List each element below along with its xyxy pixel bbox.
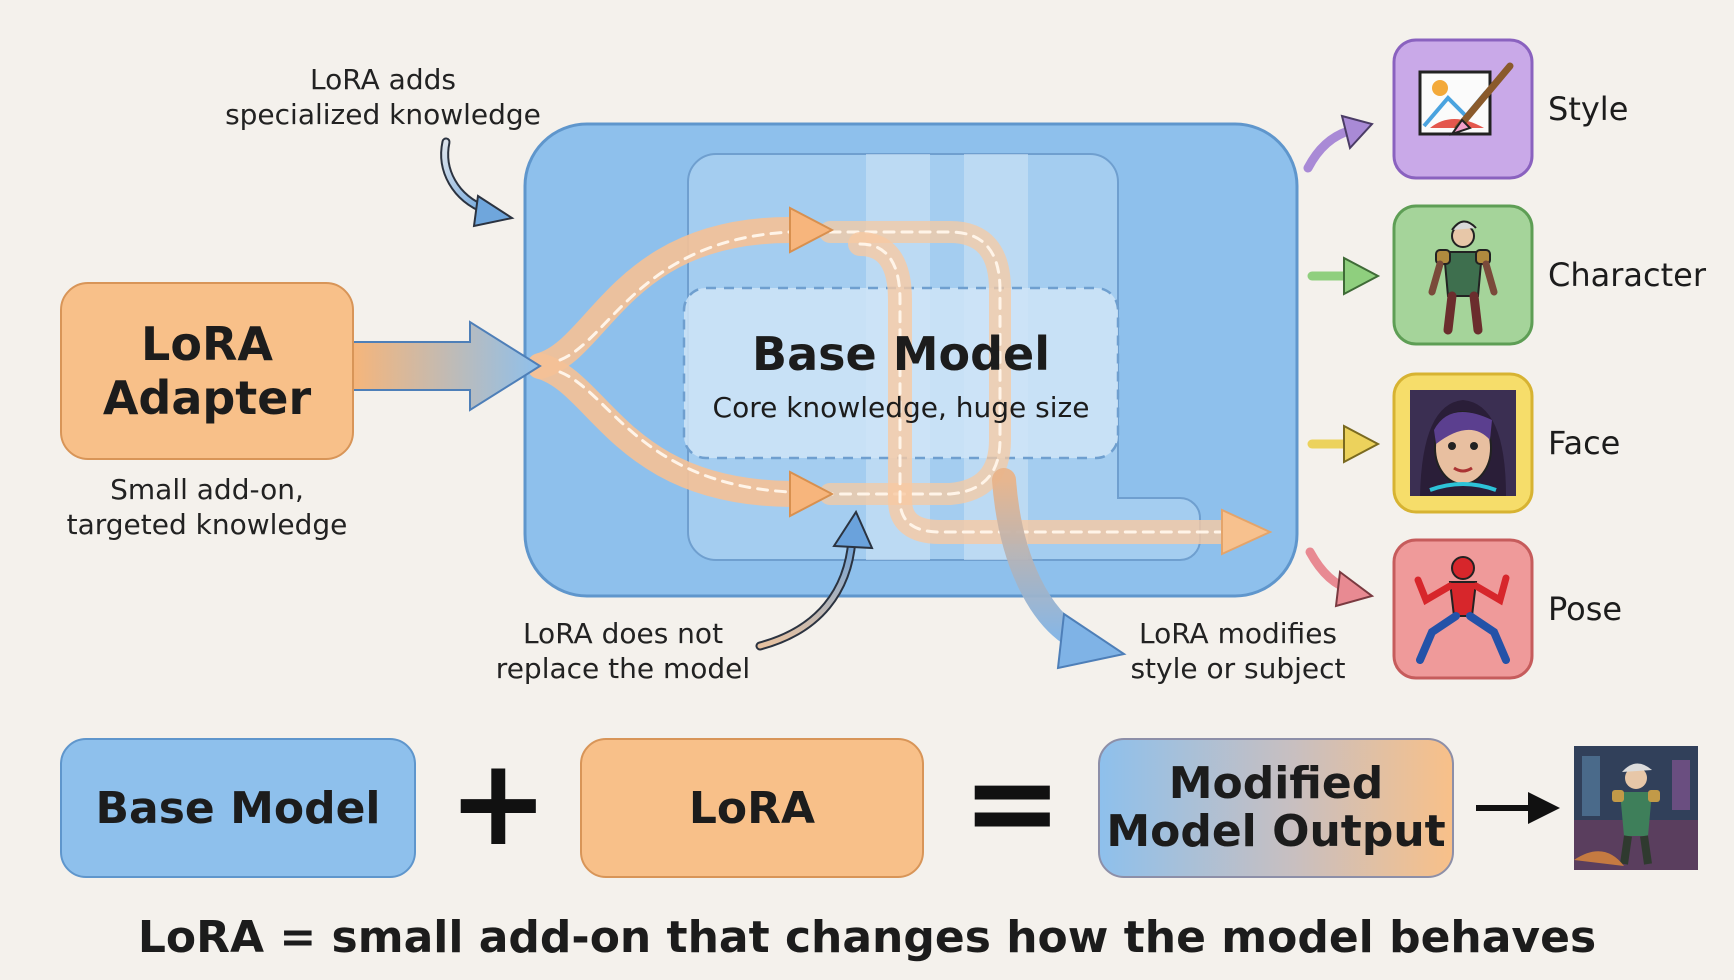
equation-lora-label: LoRA: [688, 782, 816, 834]
note-modifies-line1: LoRA modifies: [1138, 617, 1338, 650]
output-label-character: Character: [1548, 256, 1706, 294]
flow-arrowhead: [789, 206, 835, 254]
equation-base-model-box: Base Model: [60, 738, 416, 878]
base-model-label: Base Model Core knowledge, huge size: [684, 326, 1118, 425]
adapter-title-line1: LoRA: [141, 316, 273, 371]
output-label-face: Face: [1548, 424, 1621, 462]
note-adds: LoRA adds specialized knowledge: [200, 62, 566, 132]
style-arrow: [1303, 125, 1357, 173]
result-line2: Model Output: [1106, 806, 1446, 857]
note-not-replace-line1: LoRA does not: [522, 617, 724, 650]
face-icon: [1410, 390, 1516, 496]
base-model-subtitle: Core knowledge, huge size: [712, 390, 1090, 424]
lora-adapter-box: LoRA Adapter: [60, 282, 354, 460]
adapter-caption: Small add-on, targeted knowledge: [40, 472, 374, 542]
character-icon: [1428, 220, 1498, 335]
note-not-replace: LoRA does not replace the model: [478, 616, 768, 686]
flow-arrowhead: [789, 470, 835, 518]
note-modifies-line2: style or subject: [1130, 652, 1346, 685]
note-adds-line2: specialized knowledge: [225, 98, 541, 131]
output-label-pose: Pose: [1548, 590, 1623, 628]
adapter-caption-line1: Small add-on,: [110, 473, 304, 506]
equals-sign: =: [962, 734, 1063, 873]
lora-flow: [527, 217, 1232, 544]
note-not-replace-line2: replace the model: [495, 652, 751, 685]
note-adds-line1: LoRA adds: [310, 63, 456, 96]
result-line1: Modified: [1168, 758, 1384, 810]
character-tile: [1392, 204, 1534, 346]
flow-arrowhead: [1221, 508, 1273, 556]
adapter-caption-line2: targeted knowledge: [66, 508, 348, 541]
pose-tile: [1392, 538, 1534, 680]
plus-sign: +: [448, 734, 549, 873]
pose-icon: [1414, 556, 1510, 664]
base-model-title: Base Model: [752, 327, 1050, 381]
paintbrush-icon: [1418, 62, 1514, 136]
adapter-input-arrow: [351, 320, 542, 412]
note-modifies: LoRA modifies style or subject: [1106, 616, 1370, 686]
equation-lora-box: LoRA: [580, 738, 924, 878]
face-tile: [1392, 372, 1534, 514]
character-thumbnail: [1574, 746, 1698, 870]
adapter-title-line2: Adapter: [102, 371, 312, 425]
equation-base-model-label: Base Model: [95, 782, 381, 834]
output-label-style: Style: [1548, 90, 1629, 128]
style-tile: [1392, 38, 1534, 180]
equation-result-box: Modified Model Output: [1098, 738, 1454, 878]
footer-caption: LoRA = small add-on that changes how the…: [137, 912, 1597, 963]
